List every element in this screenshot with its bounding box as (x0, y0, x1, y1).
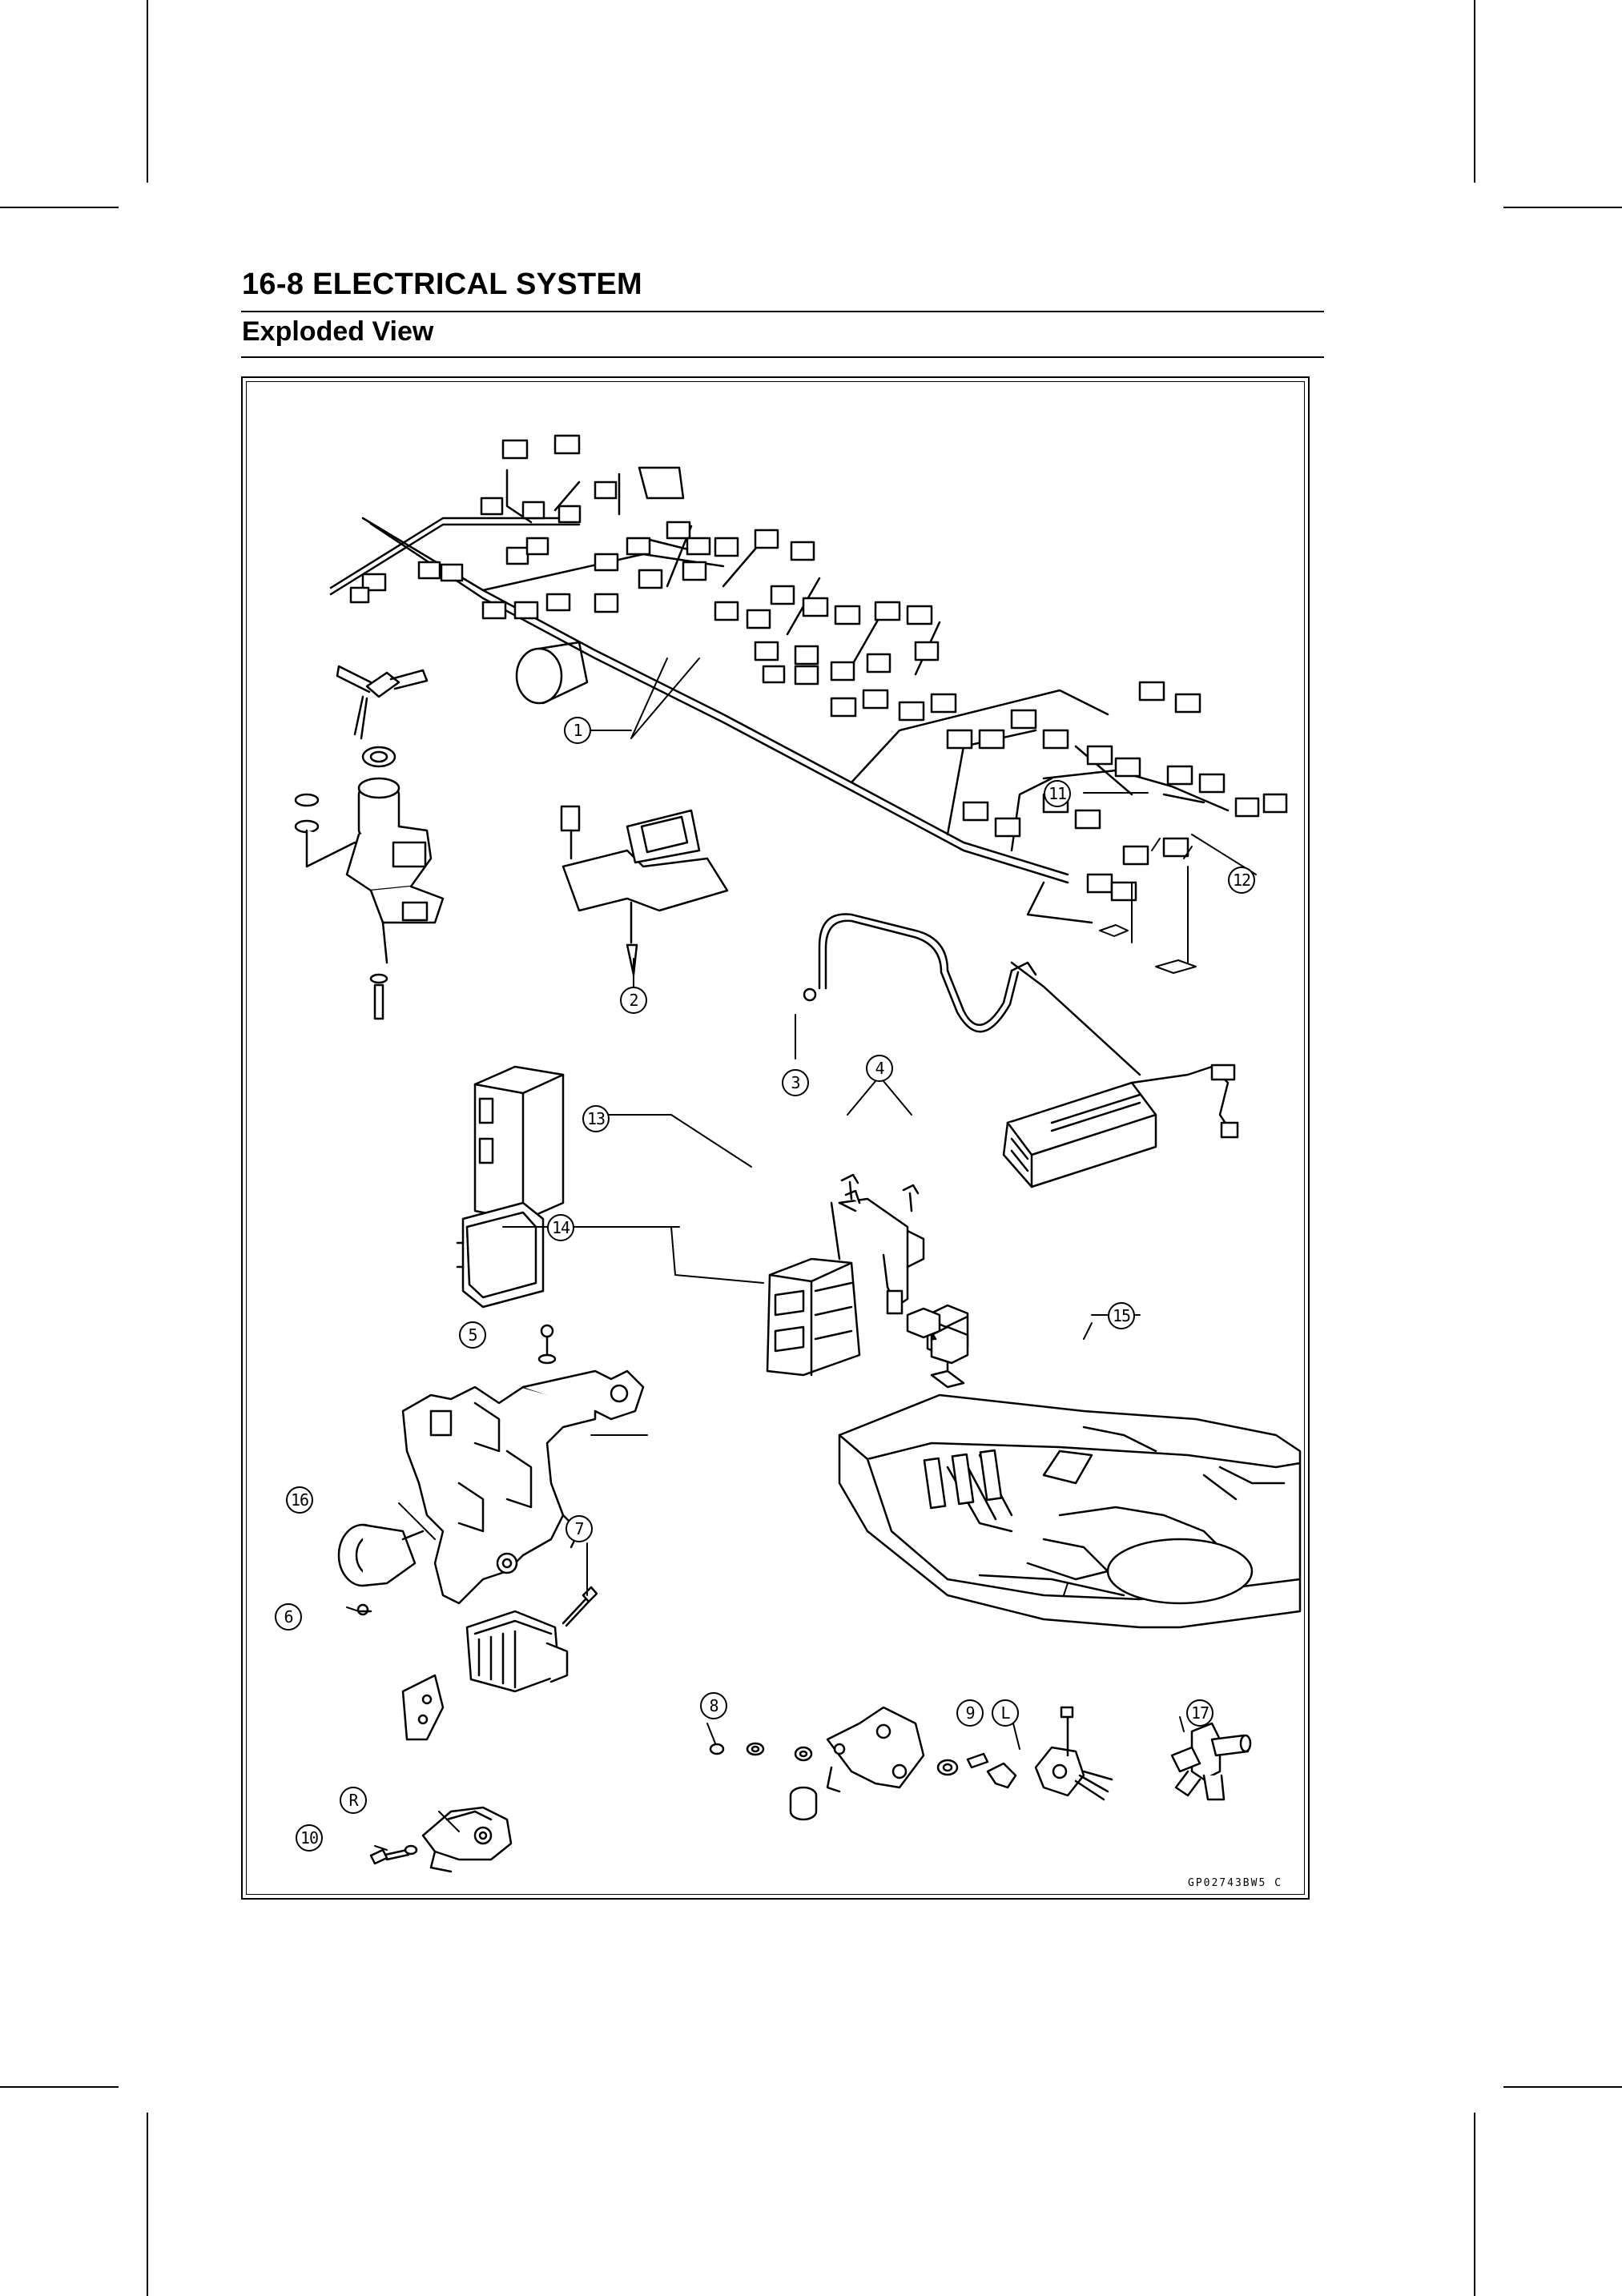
crop-mark-top-left-horizontal (0, 207, 119, 208)
bolt-7 (561, 1586, 598, 1627)
callout-1: 1 (564, 717, 591, 744)
figure-reference-code: GP02743BW5 C (1188, 1877, 1282, 1889)
label-plates (1099, 924, 1197, 974)
crop-mark-bottom-right-horizontal (1503, 2086, 1622, 2088)
small-cover (930, 1325, 969, 1365)
callout-R: R (340, 1787, 367, 1814)
module-14 (456, 1201, 545, 1309)
pivot-bracket-8-9 (709, 1706, 1017, 1821)
section-title: Exploded View (242, 316, 434, 347)
callout-3: 3 (782, 1069, 809, 1096)
module-13 (473, 1065, 565, 1222)
bolt-5 (537, 1324, 557, 1365)
section-rule (241, 356, 1324, 358)
crop-mark-top-right-vertical (1474, 0, 1475, 183)
callout-17: 17 (1186, 1699, 1213, 1727)
horn-speaker (515, 641, 589, 705)
crop-mark-top-left-vertical (147, 0, 148, 183)
callout-12: 12 (1228, 867, 1255, 894)
callout-8: 8 (700, 1692, 727, 1719)
battery-box (1002, 961, 1239, 1188)
figure-inner-border (246, 381, 1305, 1895)
rear-tray (838, 1393, 1302, 1629)
ecu-bracket-4 (830, 1189, 925, 1315)
leader-lines (346, 657, 1257, 1851)
crop-mark-bottom-right-vertical (1474, 2113, 1475, 2296)
callout-14: 14 (547, 1214, 574, 1241)
crop-mark-top-right-horizontal (1503, 207, 1622, 208)
exploded-view-figure: 1 2 3 4 5 6 7 8 9 L 10 R 11 12 13 14 15 … (241, 376, 1310, 1900)
small-screws-4 (840, 1173, 920, 1212)
callout-7: 7 (565, 1515, 593, 1542)
cover-box (906, 1307, 941, 1339)
callout-2: 2 (620, 987, 647, 1014)
title-rule (241, 311, 1324, 312)
left-frame-bracket (401, 1369, 645, 1605)
ignition-switch-assembly (294, 777, 445, 1020)
regulator (401, 1610, 569, 1741)
bolt-10 (369, 1844, 418, 1865)
callout-13: 13 (582, 1105, 610, 1132)
page-title: 16-8 ELECTRICAL SYSTEM (242, 267, 642, 301)
sensor-bracket-r (421, 1806, 513, 1873)
callout-10: 10 (296, 1824, 323, 1852)
ignition-keys (336, 665, 429, 768)
ecu-assembly (766, 1257, 861, 1377)
crop-mark-bottom-left-horizontal (0, 2086, 119, 2088)
callout-4: 4 (866, 1055, 893, 1082)
side-stand-switch (1034, 1706, 1113, 1801)
bolt-6 (356, 1603, 372, 1616)
main-wiring-harness (329, 468, 1230, 924)
callout-15: 15 (1108, 1302, 1135, 1329)
harness-connectors (349, 434, 1288, 902)
horn-16 (337, 1523, 425, 1587)
callout-9: 9 (956, 1699, 984, 1727)
callout-16: 16 (286, 1486, 313, 1514)
battery-cable (803, 913, 1037, 1033)
relay-bracket (560, 805, 729, 976)
callout-6: 6 (275, 1603, 302, 1631)
callout-L: L (992, 1699, 1019, 1727)
callout-11: 11 (1044, 780, 1071, 807)
exploded-view-drawing (294, 434, 1302, 1873)
fuel-pump-17 (1170, 1722, 1252, 1801)
crop-mark-bottom-left-vertical (147, 2113, 148, 2296)
cover (932, 1336, 936, 1340)
callout-5: 5 (459, 1321, 486, 1349)
